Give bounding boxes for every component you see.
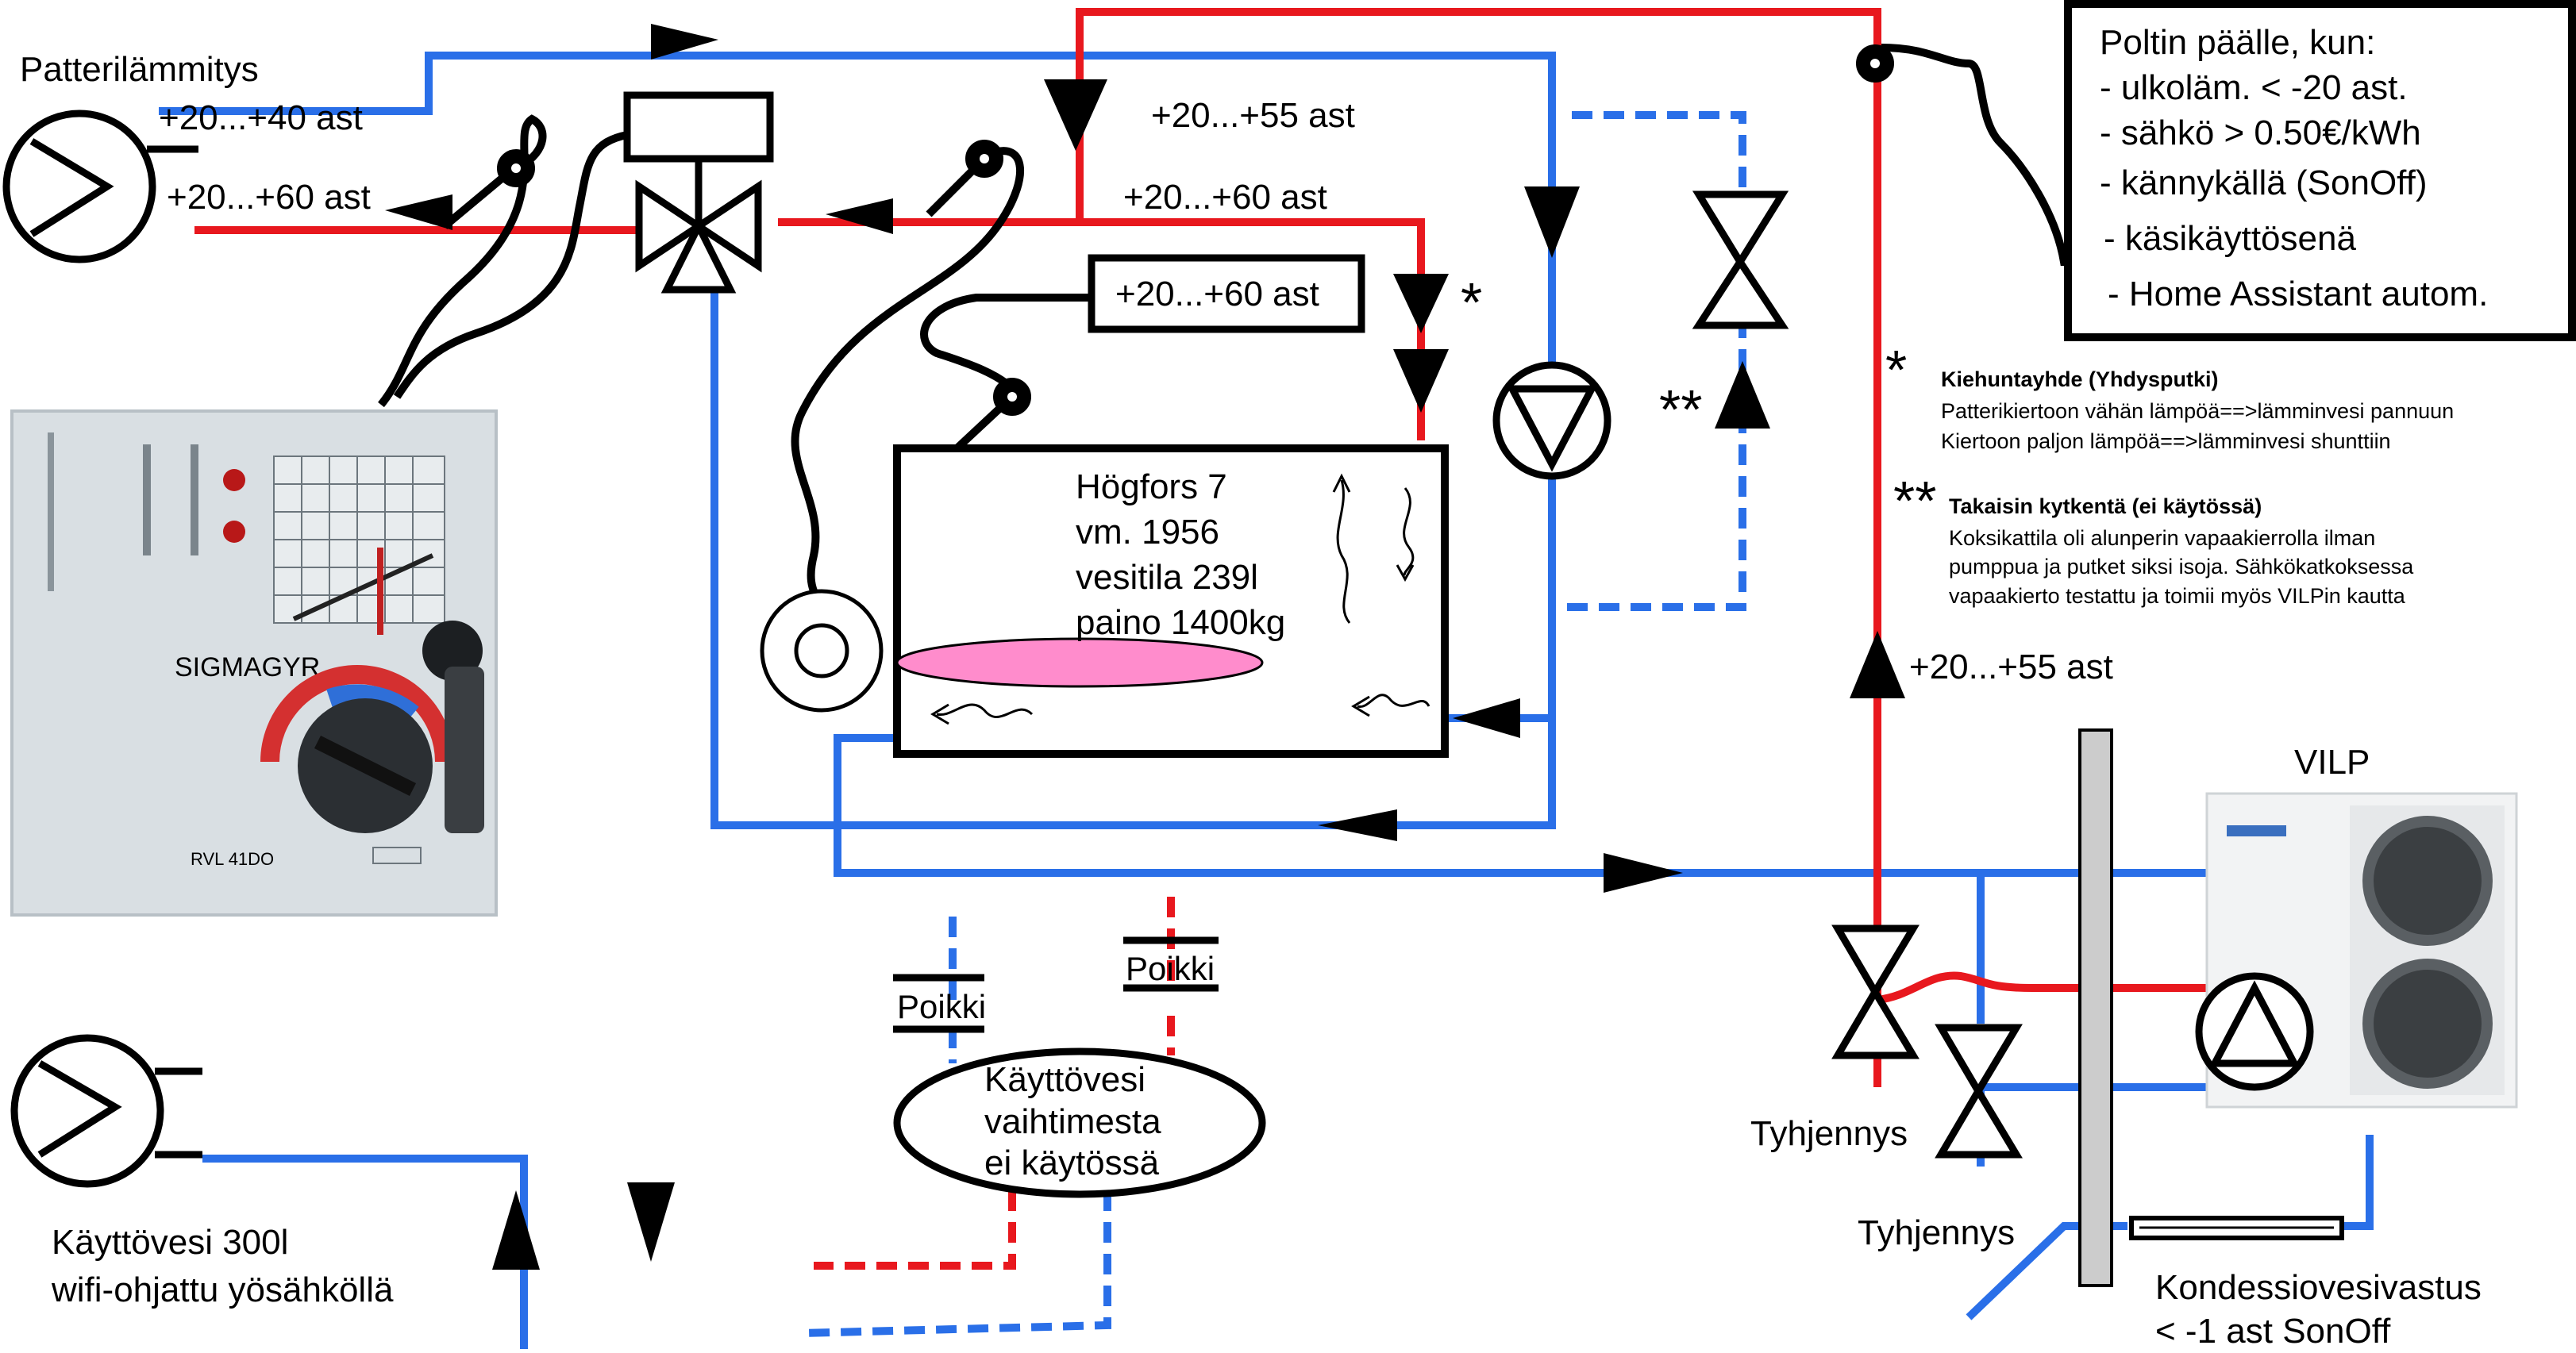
drain-valve-2[interactable] (1935, 1024, 2023, 1159)
burner-condition: - sähkö > 0.50€/kWh (2100, 113, 2421, 152)
note-star1-title: Kiehuntayhde (Yhdysputki) (1941, 367, 2219, 391)
supply-sensor-cable (791, 147, 1024, 604)
radiator-title: Patterilämmitys (20, 50, 259, 89)
radiator-return-pipe (159, 52, 1556, 829)
exchanger-cold-pipe (801, 1190, 1111, 1337)
boiler-name: Högfors 7 (1076, 467, 1227, 506)
drain-label-2: Tyhjennys (1858, 1213, 2015, 1252)
heating-element (895, 637, 1264, 688)
boiler-body (893, 444, 1449, 758)
arrow-dhw-up (492, 1190, 540, 1270)
drain-valve-1[interactable] (1831, 924, 1919, 1059)
note-star2-line: pumppua ja putket siksi isoja. Sähkökatk… (1949, 555, 2414, 578)
heater-label-line2: < -1 ast SonOff (2155, 1312, 2391, 1349)
bypass-label-red: Poikki (1126, 950, 1215, 987)
supply-top-temp: +20...+55 ast (1151, 96, 1355, 135)
exchanger-hot-pipe (814, 1190, 1016, 1270)
boiler-sensor-cable (920, 294, 1095, 396)
burner-condition: - käsikäyttösenä (2104, 219, 2356, 258)
note-star2-line: Koksikattila oli alunperin vapaakierroll… (1949, 526, 2375, 550)
flow-arrows (930, 473, 1430, 725)
dhw-tank-line1: Käyttövesi 300l (52, 1223, 288, 1262)
dhw-tank-line2: wifi-ohjattu yösähköllä (51, 1270, 394, 1309)
valve-actuator (623, 91, 774, 163)
indicator-led (223, 521, 245, 543)
valve-port-left (635, 179, 706, 273)
dhw-tank-symbol (10, 1034, 202, 1188)
arrow-link-down (1393, 349, 1449, 413)
arrow-top-right (651, 24, 718, 60)
actuator-cable (393, 131, 629, 399)
connection-star-mark: * (1461, 271, 1482, 333)
radiator-supply-temp: +20...+60 ast (167, 178, 371, 217)
drain-label-1: Tyhjennys (1750, 1114, 1908, 1153)
heater-label-line1: Kondessiovesivastus (2155, 1268, 2482, 1307)
note-star2-title: Takaisin kytkentä (ei käytössä) (1949, 494, 2262, 518)
valve-port-right (691, 179, 762, 273)
supply-mid-temp: +20...+60 ast (1123, 178, 1327, 217)
note-star1-marker: * (1885, 339, 1907, 401)
radiator-return-temp: +20...+40 ast (159, 98, 363, 137)
controller-photo: SIGMAGYR RVL 41DO (10, 409, 498, 917)
backflow-pipe-top (1572, 111, 1746, 198)
note-star2-line: vapaakierto testattu ja toimii myös VILP… (1949, 584, 2406, 608)
note-star2-marker: ** (1893, 470, 1936, 532)
heatpump-unit (2205, 792, 2518, 1109)
boiler-year: vm. 1956 (1076, 513, 1219, 552)
bypass-label-blue: Poikki (897, 988, 986, 1025)
exchanger-line3: ei käytössä (984, 1144, 1160, 1182)
mixing-valve[interactable] (623, 91, 774, 294)
arrow-blue-down (1524, 186, 1580, 258)
boiler-weight: paino 1400kg (1076, 603, 1285, 642)
valve-port-bottom (660, 217, 737, 294)
condensate-pipe-right (2342, 1135, 2374, 1230)
boiler-pump (1492, 361, 1611, 480)
arrow-link-up (1393, 274, 1449, 333)
controller-brand: SIGMAGYR (175, 652, 320, 682)
selector-knob (422, 621, 483, 681)
burner-conditions-title: Poltin päälle, kun: (2100, 23, 2375, 62)
arrow-radiator-left (385, 194, 452, 230)
arrow-red-down (1044, 79, 1107, 151)
bypass-red (1123, 936, 1219, 992)
heatpump-temp: +20...+55 ast (1909, 648, 2113, 686)
heating-curve-needle (292, 553, 434, 621)
burner-symbol (760, 589, 884, 713)
heatpump-title: VILP (2294, 743, 2370, 782)
dhw-tank-pipe (202, 1155, 528, 1349)
dhw-exchanger (893, 1047, 1266, 1198)
exchanger-line1: Käyttövesi (984, 1060, 1146, 1099)
backflow-valve[interactable] (1692, 190, 1789, 329)
radiator-symbol (2, 110, 198, 263)
backflow-star-mark: ** (1659, 379, 1702, 440)
note-star1-line: Kiertoon paljon lämpöä==>lämminvesi shun… (1941, 429, 2391, 453)
burner-conditions-box (2064, 0, 2576, 341)
arrow-boiler-return-left (1453, 698, 1520, 738)
bypass-blue (893, 974, 984, 1033)
arrow-backflow-up (1715, 361, 1770, 429)
burner-condition: - Home Assistant autom. (2108, 275, 2488, 313)
arrow-mixing-left (826, 198, 893, 234)
note-star1-line: Patterikiertoon vähän lämpöä==>lämminves… (1941, 399, 2454, 423)
indicator-led (223, 469, 245, 491)
hp-supply-link (1877, 971, 2207, 1004)
burner-control-cable (1881, 44, 2072, 266)
sensor-reading-value: +20...+60 ast (1115, 275, 1319, 313)
arrow-return-left (1318, 809, 1397, 841)
separator-panel (2078, 728, 2113, 1287)
burner-condition: - ulkoläm. < -20 ast. (2100, 68, 2408, 107)
heatpump-pump (2195, 972, 2314, 1091)
arrow-hp-up (1850, 631, 1905, 698)
sensor-reading-box (1088, 254, 1365, 333)
arrow-return-right (1604, 853, 1683, 893)
controller-model: RVL 41DO (191, 849, 274, 869)
boiler-volume: vesitila 239l (1076, 558, 1258, 597)
arrow-dhw-down (627, 1182, 675, 1262)
direction-arrows (385, 24, 1905, 1270)
exchanger-line2: vaihtimesta (984, 1102, 1161, 1141)
burner-condition: - kännykällä (SonOff) (2100, 163, 2427, 202)
radiator-sensor-cable (378, 114, 547, 408)
